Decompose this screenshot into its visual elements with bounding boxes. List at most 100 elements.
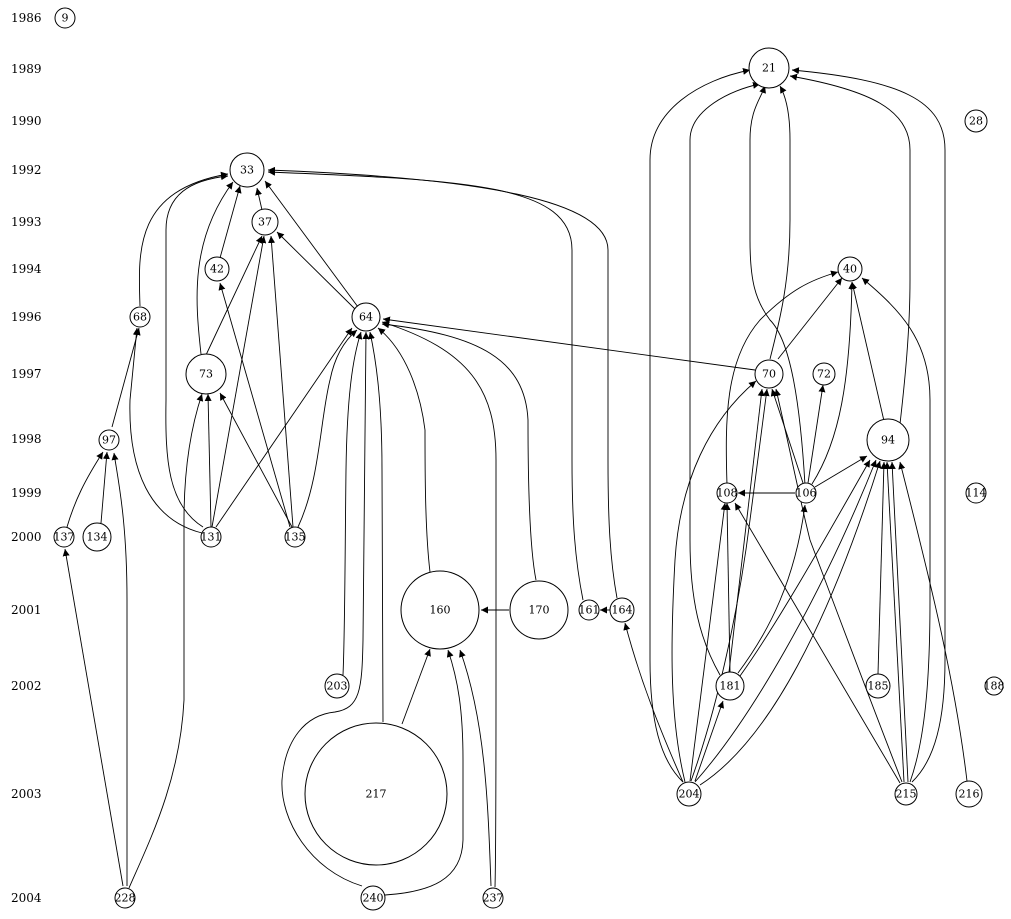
edge <box>459 649 492 887</box>
node-28[interactable]: 28 <box>964 109 988 133</box>
node-label: 68 <box>133 311 147 324</box>
edge <box>789 73 911 425</box>
node-240[interactable]: 240 <box>360 885 386 911</box>
edge <box>699 460 882 786</box>
node-37[interactable]: 37 <box>251 208 279 236</box>
edge <box>276 231 357 311</box>
edge <box>267 166 618 599</box>
edge <box>129 327 203 534</box>
year-label: 1990 <box>11 114 42 128</box>
node-label: 70 <box>762 368 776 381</box>
node-label: 135 <box>285 531 306 544</box>
edge <box>62 548 124 887</box>
node-181[interactable]: 181 <box>715 671 745 701</box>
node-33[interactable]: 33 <box>229 152 265 188</box>
node-72[interactable]: 72 <box>812 362 836 386</box>
edge <box>689 502 728 782</box>
node-160[interactable]: 160 <box>400 570 480 650</box>
edge <box>381 321 537 581</box>
edge <box>888 461 909 783</box>
node-label: 188 <box>984 680 1005 693</box>
node-228[interactable]: 228 <box>114 887 136 909</box>
edge <box>689 81 761 676</box>
edge <box>749 85 806 486</box>
edge <box>671 380 757 783</box>
edge <box>883 461 905 783</box>
edge <box>219 185 242 259</box>
node-label: 21 <box>762 62 776 75</box>
node-73[interactable]: 73 <box>185 353 227 395</box>
edge <box>66 451 104 528</box>
edge <box>690 388 770 782</box>
edge <box>100 451 110 524</box>
edge <box>204 393 212 528</box>
edge <box>623 622 684 783</box>
edge <box>264 180 359 308</box>
node-203[interactable]: 203 <box>324 673 350 699</box>
node-label: 42 <box>210 263 224 276</box>
node-42[interactable]: 42 <box>204 256 230 282</box>
node-114[interactable]: 114 <box>965 482 987 504</box>
edge <box>281 331 370 887</box>
edge <box>861 277 931 783</box>
year-label: 1992 <box>11 163 42 177</box>
node-215[interactable]: 215 <box>894 782 918 806</box>
node-161[interactable]: 161 <box>578 599 600 621</box>
node-164[interactable]: 164 <box>609 597 635 623</box>
node-label: 217 <box>366 788 387 801</box>
edge <box>898 461 968 782</box>
node-64[interactable]: 64 <box>351 302 381 332</box>
edge <box>255 187 263 211</box>
edge <box>138 171 229 307</box>
edge <box>211 235 267 528</box>
node-108[interactable]: 108 <box>716 482 738 504</box>
node-70[interactable]: 70 <box>754 359 784 389</box>
node-188[interactable]: 188 <box>984 676 1005 696</box>
node-170[interactable]: 170 <box>509 580 569 640</box>
edge <box>723 502 731 673</box>
year-label: 1994 <box>11 262 42 276</box>
node-134[interactable]: 134 <box>82 522 112 552</box>
edge <box>725 270 839 486</box>
node-204[interactable]: 204 <box>676 781 702 807</box>
year-label: 2004 <box>11 891 42 905</box>
node-237[interactable]: 237 <box>482 887 504 909</box>
node-217[interactable]: 217 <box>304 722 448 866</box>
edge <box>196 181 234 355</box>
node-216[interactable]: 216 <box>955 780 983 808</box>
node-label: 185 <box>868 680 889 693</box>
node-131[interactable]: 131 <box>200 526 222 548</box>
node-185[interactable]: 185 <box>865 673 891 699</box>
edge <box>777 277 843 360</box>
edge <box>267 168 584 601</box>
node-label: 203 <box>327 680 348 693</box>
node-label: 228 <box>115 892 136 905</box>
node-135[interactable]: 135 <box>284 526 306 548</box>
node-40[interactable]: 40 <box>837 256 863 282</box>
year-label: 2003 <box>11 787 42 801</box>
node-137[interactable]: 137 <box>53 526 75 548</box>
edge <box>215 327 353 528</box>
edge <box>734 502 901 784</box>
edge <box>728 388 765 673</box>
node-label: 181 <box>720 680 741 693</box>
node-label: 97 <box>102 434 116 447</box>
node-106[interactable]: 106 <box>795 482 817 504</box>
node-21[interactable]: 21 <box>748 47 790 89</box>
edge <box>769 85 791 360</box>
edge <box>850 281 885 422</box>
edge <box>694 459 877 783</box>
year-label: 2000 <box>11 530 42 544</box>
edge <box>342 331 363 676</box>
year-label: 1993 <box>11 215 42 229</box>
edge <box>739 459 871 677</box>
node-label: 137 <box>54 531 75 544</box>
node-68[interactable]: 68 <box>129 306 151 328</box>
node-94[interactable]: 94 <box>866 418 910 462</box>
node-97[interactable]: 97 <box>98 429 120 451</box>
edge <box>694 700 724 782</box>
year-label: 2002 <box>11 679 42 693</box>
node-9[interactable]: 9 <box>54 7 76 29</box>
node-label: 170 <box>529 604 550 617</box>
